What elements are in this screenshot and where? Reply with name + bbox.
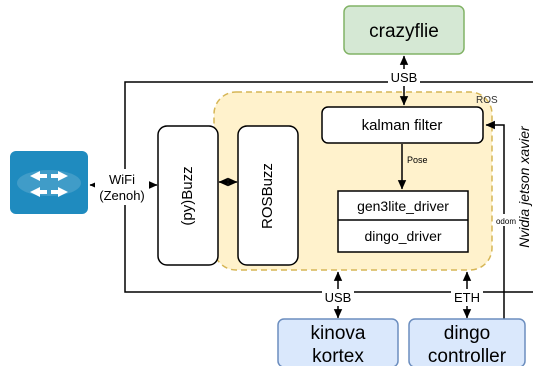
pose-label: Pose [407,155,428,165]
odom-line [485,120,505,320]
kalman-filter-box [321,106,484,144]
odom-label-bg [494,214,518,226]
usb-top-label-bg [388,69,420,86]
kortex-label: kortex [312,346,364,366]
usb-bottom-label: USB [325,290,352,305]
crazyflie-box [343,5,465,55]
usb-top-label: USB [391,70,418,85]
kinova-label: kinova [311,323,366,344]
zenoh-label: (Zenoh) [99,188,145,203]
drivers-box [337,190,469,253]
rosbuzz-label: ROSBuzz [259,163,276,229]
usb-bottom-label-bg [322,289,354,306]
dingo-label: dingo [444,323,491,344]
dingo-driver-label: dingo_driver [364,228,441,244]
wifi-label: WiFi [109,172,135,187]
pybuzz-box [157,125,219,266]
dingo-controller-box [408,318,526,366]
ros-label: ROS [476,95,498,106]
rosbuzz-box [237,125,299,266]
pybuzz-label: (py)Buzz [179,166,196,225]
odom-label: odom [496,217,516,226]
wifi-router-icon [10,151,88,214]
crazyflie-label: crazyflie [369,21,439,42]
controller-label: controller [428,346,507,366]
kinova-kortex-box [277,318,399,366]
wifi-label-bg [95,169,149,205]
kalman-filter-label: kalman filter [362,117,443,134]
gen3lite-driver-label: gen3lite_driver [357,198,449,214]
eth-label-bg [451,289,483,306]
eth-label: ETH [454,290,480,305]
jetson-label: Nvidia jetson xavier [516,125,532,248]
